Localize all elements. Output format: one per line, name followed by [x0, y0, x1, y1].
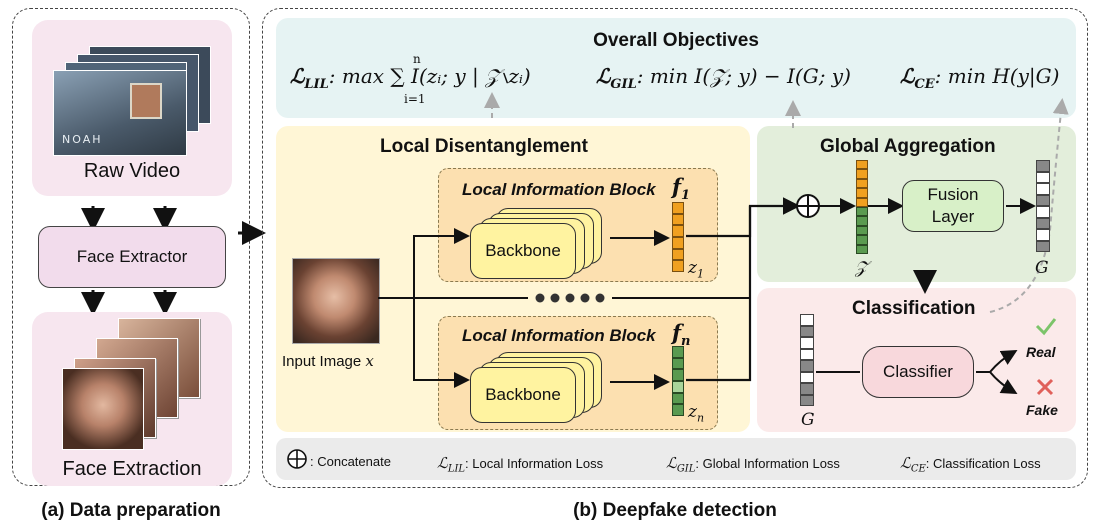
backbone-n: Backbone: [470, 367, 576, 423]
cross-icon: [1034, 376, 1056, 398]
ce-symbol: ℒ: [900, 64, 915, 88]
zn-label: zn: [688, 402, 705, 425]
legend-gil: ℒGIL: Global Information Loss: [666, 454, 840, 475]
concatenate-icon: [286, 448, 308, 470]
ce-expression: : min H(y|G): [934, 64, 1060, 88]
face-extractor: Face Extractor: [38, 226, 226, 288]
classification-title: Classification: [852, 298, 976, 319]
classifier: Classifier: [862, 346, 974, 398]
global-vector-g: [1036, 160, 1050, 252]
check-icon: [1034, 316, 1058, 336]
block-n-title: Local Information Block: [462, 326, 656, 345]
feature-fn-label: fn: [672, 320, 691, 350]
input-image-label: Input Image x: [282, 352, 374, 370]
face-extraction-label: Face Extraction: [62, 458, 202, 480]
legend-box: [276, 438, 1076, 480]
lil-subscript: LIL: [304, 77, 329, 92]
fake-label: Fake: [1026, 402, 1058, 418]
gil-expression: : min I(𝒵; y) − I(G; y): [636, 64, 851, 88]
gil-subscript: GIL: [610, 77, 637, 92]
real-label: Real: [1026, 344, 1056, 360]
legend-concatenate: : Concatenate: [310, 454, 391, 469]
deepfake-detection-panel: [262, 8, 1088, 488]
overall-objectives-title: Overall Objectives: [593, 30, 759, 51]
video-watermark: NOAH: [62, 133, 103, 146]
panel-b-caption: (b) Deepfake detection: [573, 500, 777, 521]
concatenated-vector-z: [856, 160, 868, 255]
overall-objectives-box: [276, 18, 1076, 118]
classification-vector-g: [800, 314, 814, 406]
backbone-stack-1: Backbone: [470, 208, 610, 280]
raw-video-label: Raw Video: [83, 160, 181, 182]
lil-sum-lower: i=1: [404, 92, 426, 106]
raw-video-frames: NOAH: [53, 46, 213, 156]
g-label-global: G: [1035, 258, 1049, 278]
lil-expression: : max ∑ I(zᵢ; y | 𝒵∖zᵢ): [328, 64, 531, 88]
legend-lil: ℒLIL: Local Information Loss: [437, 454, 604, 475]
z-label: 𝒵: [855, 258, 868, 278]
ce-objective: ℒCE: min H(y|G): [900, 64, 1059, 92]
backbone-stack-n: Backbone: [470, 352, 610, 424]
z1-label: z1: [688, 258, 704, 281]
face-bounding-box: [130, 83, 162, 119]
face-extraction-frames: [60, 318, 210, 450]
gil-symbol: ℒ: [596, 64, 611, 88]
video-frame: NOAH: [53, 70, 187, 156]
face-crop: [62, 368, 144, 450]
global-aggregation-title: Global Aggregation: [820, 136, 996, 157]
gil-objective: ℒGIL: min I(𝒵; y) − I(G; y): [596, 64, 851, 92]
ce-subscript: CE: [914, 77, 935, 92]
lil-objective: ℒLIL: max ∑ I(zᵢ; y | 𝒵∖zᵢ): [290, 64, 531, 92]
feature-vector-z1: [672, 202, 684, 273]
lil-sum-upper: n: [413, 52, 421, 66]
g-label-classification: G: [801, 410, 815, 430]
input-image: [292, 258, 380, 344]
legend-ce: ℒCE: Classification Loss: [900, 454, 1041, 475]
backbone-1: Backbone: [470, 223, 576, 279]
feature-vector-zn: [672, 346, 684, 417]
block-1-title: Local Information Block: [462, 180, 656, 199]
local-disentanglement-title: Local Disentanglement: [380, 136, 588, 157]
ellipsis-dots: [535, 293, 605, 303]
panel-a-caption: (a) Data preparation: [41, 500, 221, 521]
feature-f1-label: f1: [672, 174, 691, 204]
lil-symbol: ℒ: [290, 64, 305, 88]
